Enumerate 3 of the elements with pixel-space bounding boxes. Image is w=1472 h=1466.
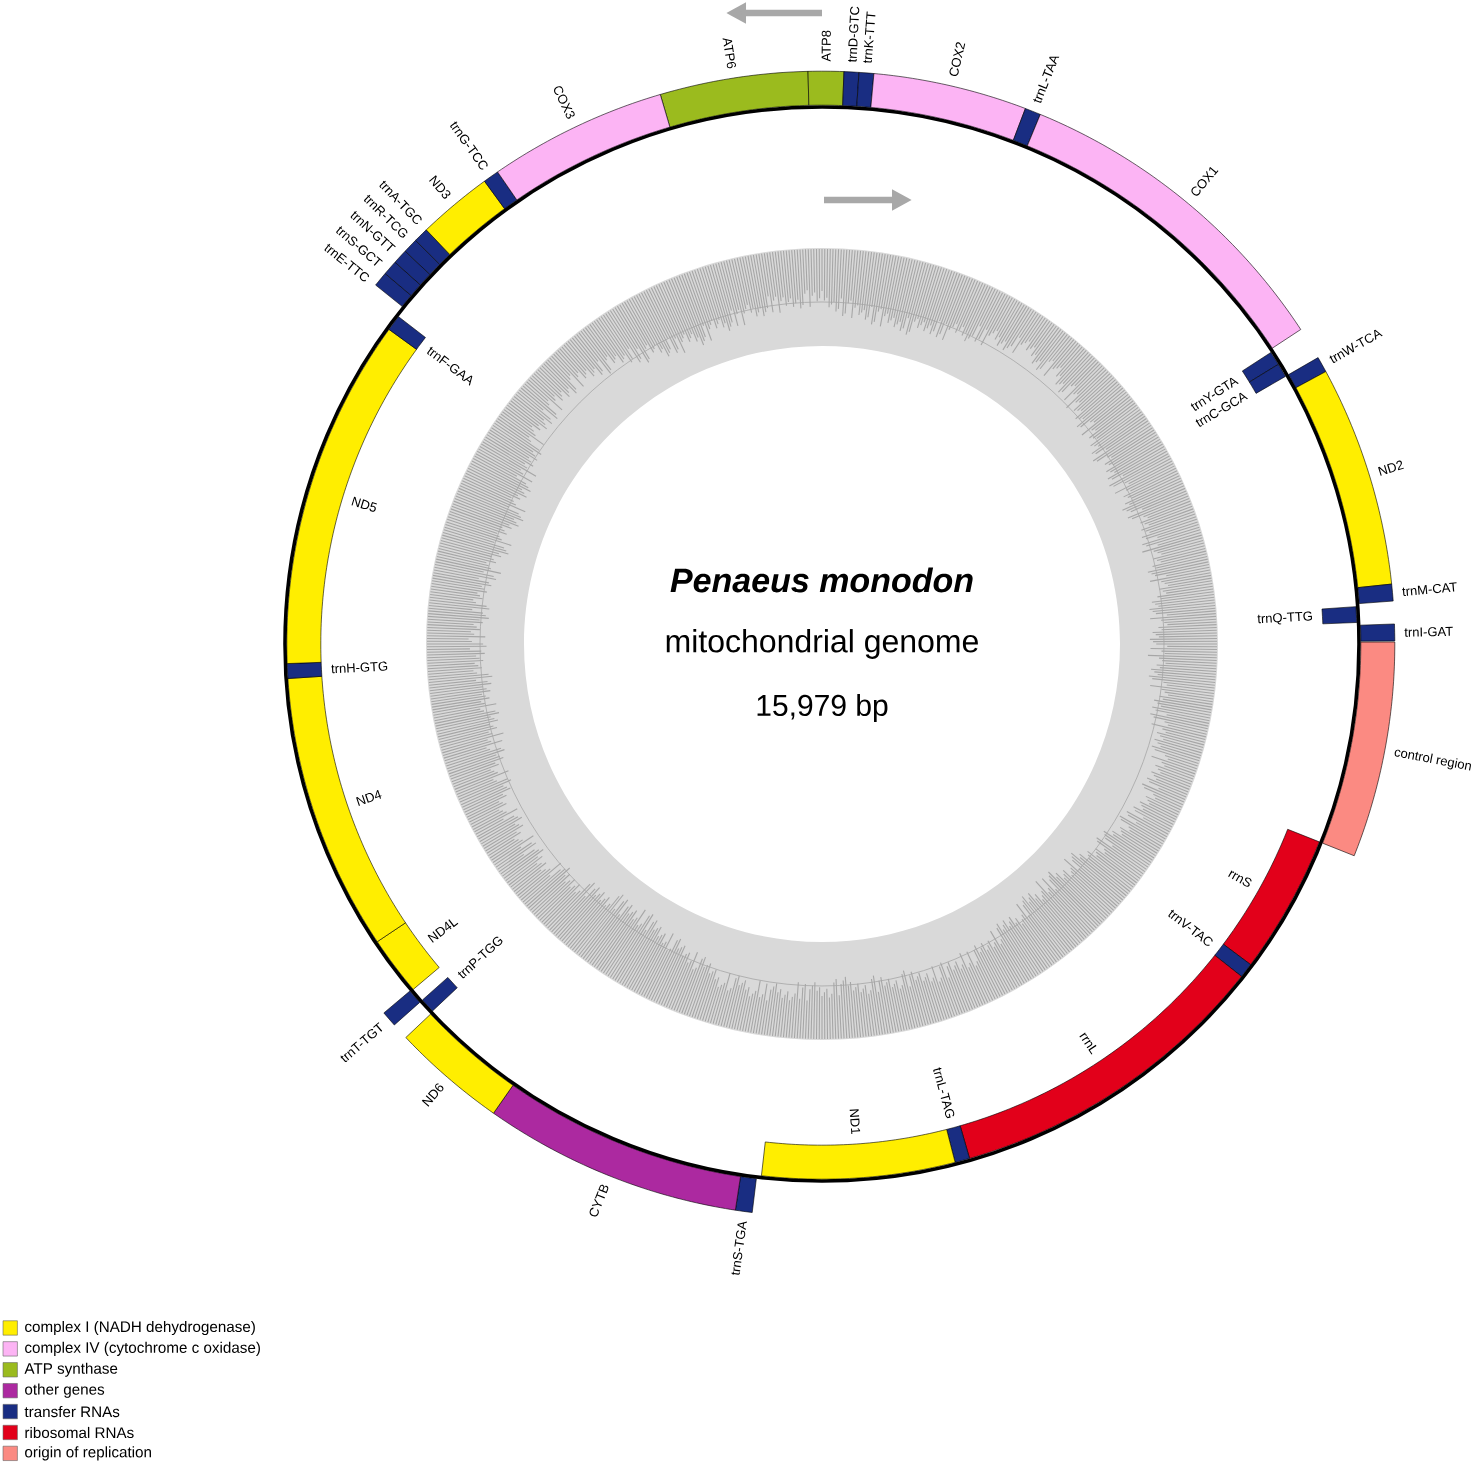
genome-size: 15,979 bp	[757, 694, 888, 722]
species-name: Penaeus monodon	[670, 567, 973, 593]
genome-caption: mitochondrial genome	[666, 629, 978, 659]
